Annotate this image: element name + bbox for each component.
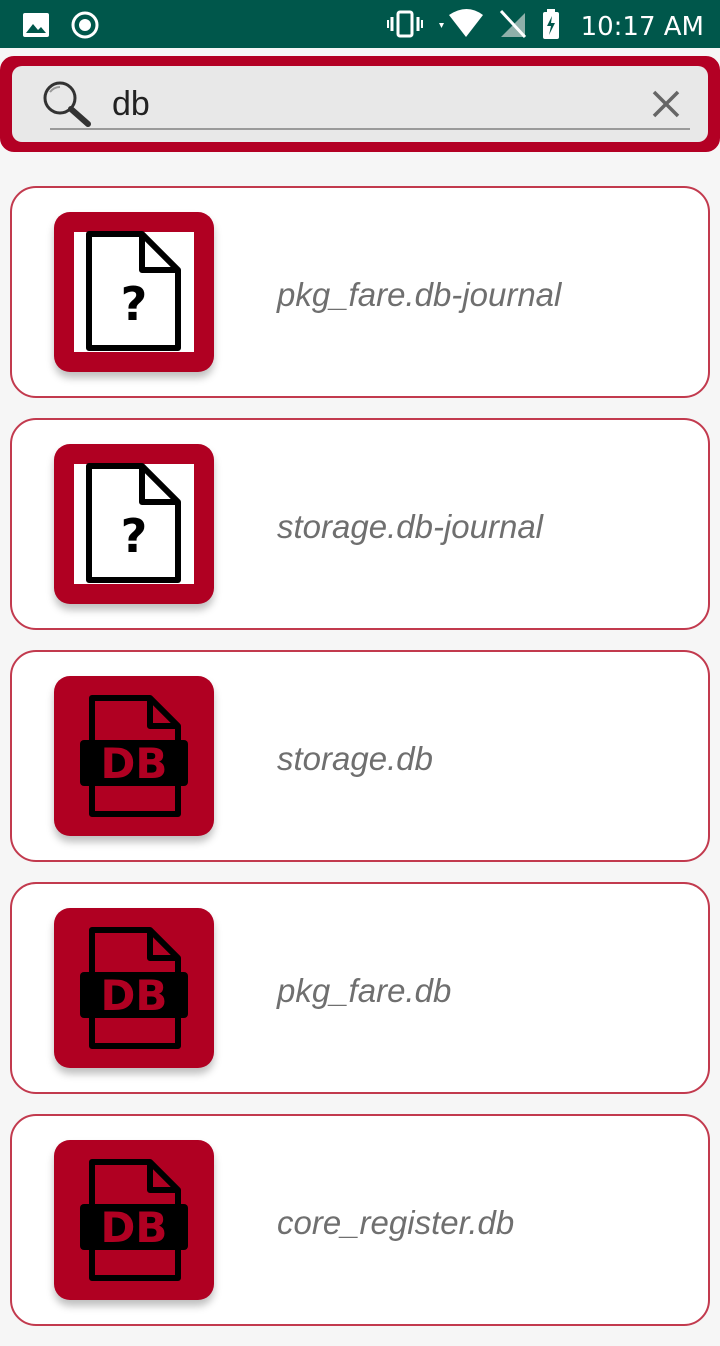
unknown-file-icon: ?: [74, 231, 194, 352]
file-thumbnail: ?: [54, 212, 214, 372]
no-sim-icon: [499, 9, 527, 44]
db-file-icon: DB: [80, 695, 188, 817]
db-file-icon: DB: [80, 927, 188, 1049]
status-left: [22, 10, 100, 45]
file-name: storage.db-journal: [277, 508, 543, 545]
db-file-icon: DB: [80, 1159, 188, 1281]
search-icon: [40, 80, 94, 133]
image-icon: [22, 12, 50, 43]
svg-text:DB: DB: [101, 1203, 168, 1252]
file-list: ? pkg_fare.db-journal ? storage.db-journ…: [10, 186, 710, 1346]
status-right: 10:17 AM: [386, 8, 704, 45]
file-name: pkg_fare.db: [277, 972, 452, 1009]
file-list-item[interactable]: DB core_register.db: [10, 1114, 710, 1326]
close-icon[interactable]: [646, 84, 686, 124]
file-list-item[interactable]: ? storage.db-journal: [10, 418, 710, 630]
file-thumbnail: DB: [54, 908, 214, 1068]
search-input[interactable]: [112, 84, 632, 124]
unknown-file-icon: ?: [74, 463, 194, 584]
wifi-icon: [437, 9, 485, 44]
vibrate-icon: [386, 9, 423, 44]
file-thumbnail: DB: [54, 1140, 214, 1300]
search-bar: [0, 56, 720, 152]
search-underline: [50, 128, 690, 130]
file-thumbnail: DB: [54, 676, 214, 836]
file-list-item[interactable]: DB pkg_fare.db: [10, 882, 710, 1094]
file-name: core_register.db: [277, 1204, 515, 1241]
svg-text:DB: DB: [101, 971, 168, 1020]
file-name: pkg_fare.db-journal: [277, 276, 562, 313]
file-thumbnail: ?: [54, 444, 214, 604]
battery-charging-icon: [541, 8, 561, 45]
sync-icon: [70, 10, 100, 45]
file-list-item[interactable]: DB storage.db: [10, 650, 710, 862]
svg-text:DB: DB: [101, 739, 168, 788]
search-box[interactable]: [12, 66, 708, 142]
svg-text:?: ?: [121, 509, 148, 563]
file-name: storage.db: [277, 740, 433, 777]
svg-text:?: ?: [121, 277, 148, 331]
status-bar: 10:17 AM: [0, 0, 720, 48]
status-time: 10:17 AM: [580, 11, 704, 42]
file-list-item[interactable]: ? pkg_fare.db-journal: [10, 186, 710, 398]
